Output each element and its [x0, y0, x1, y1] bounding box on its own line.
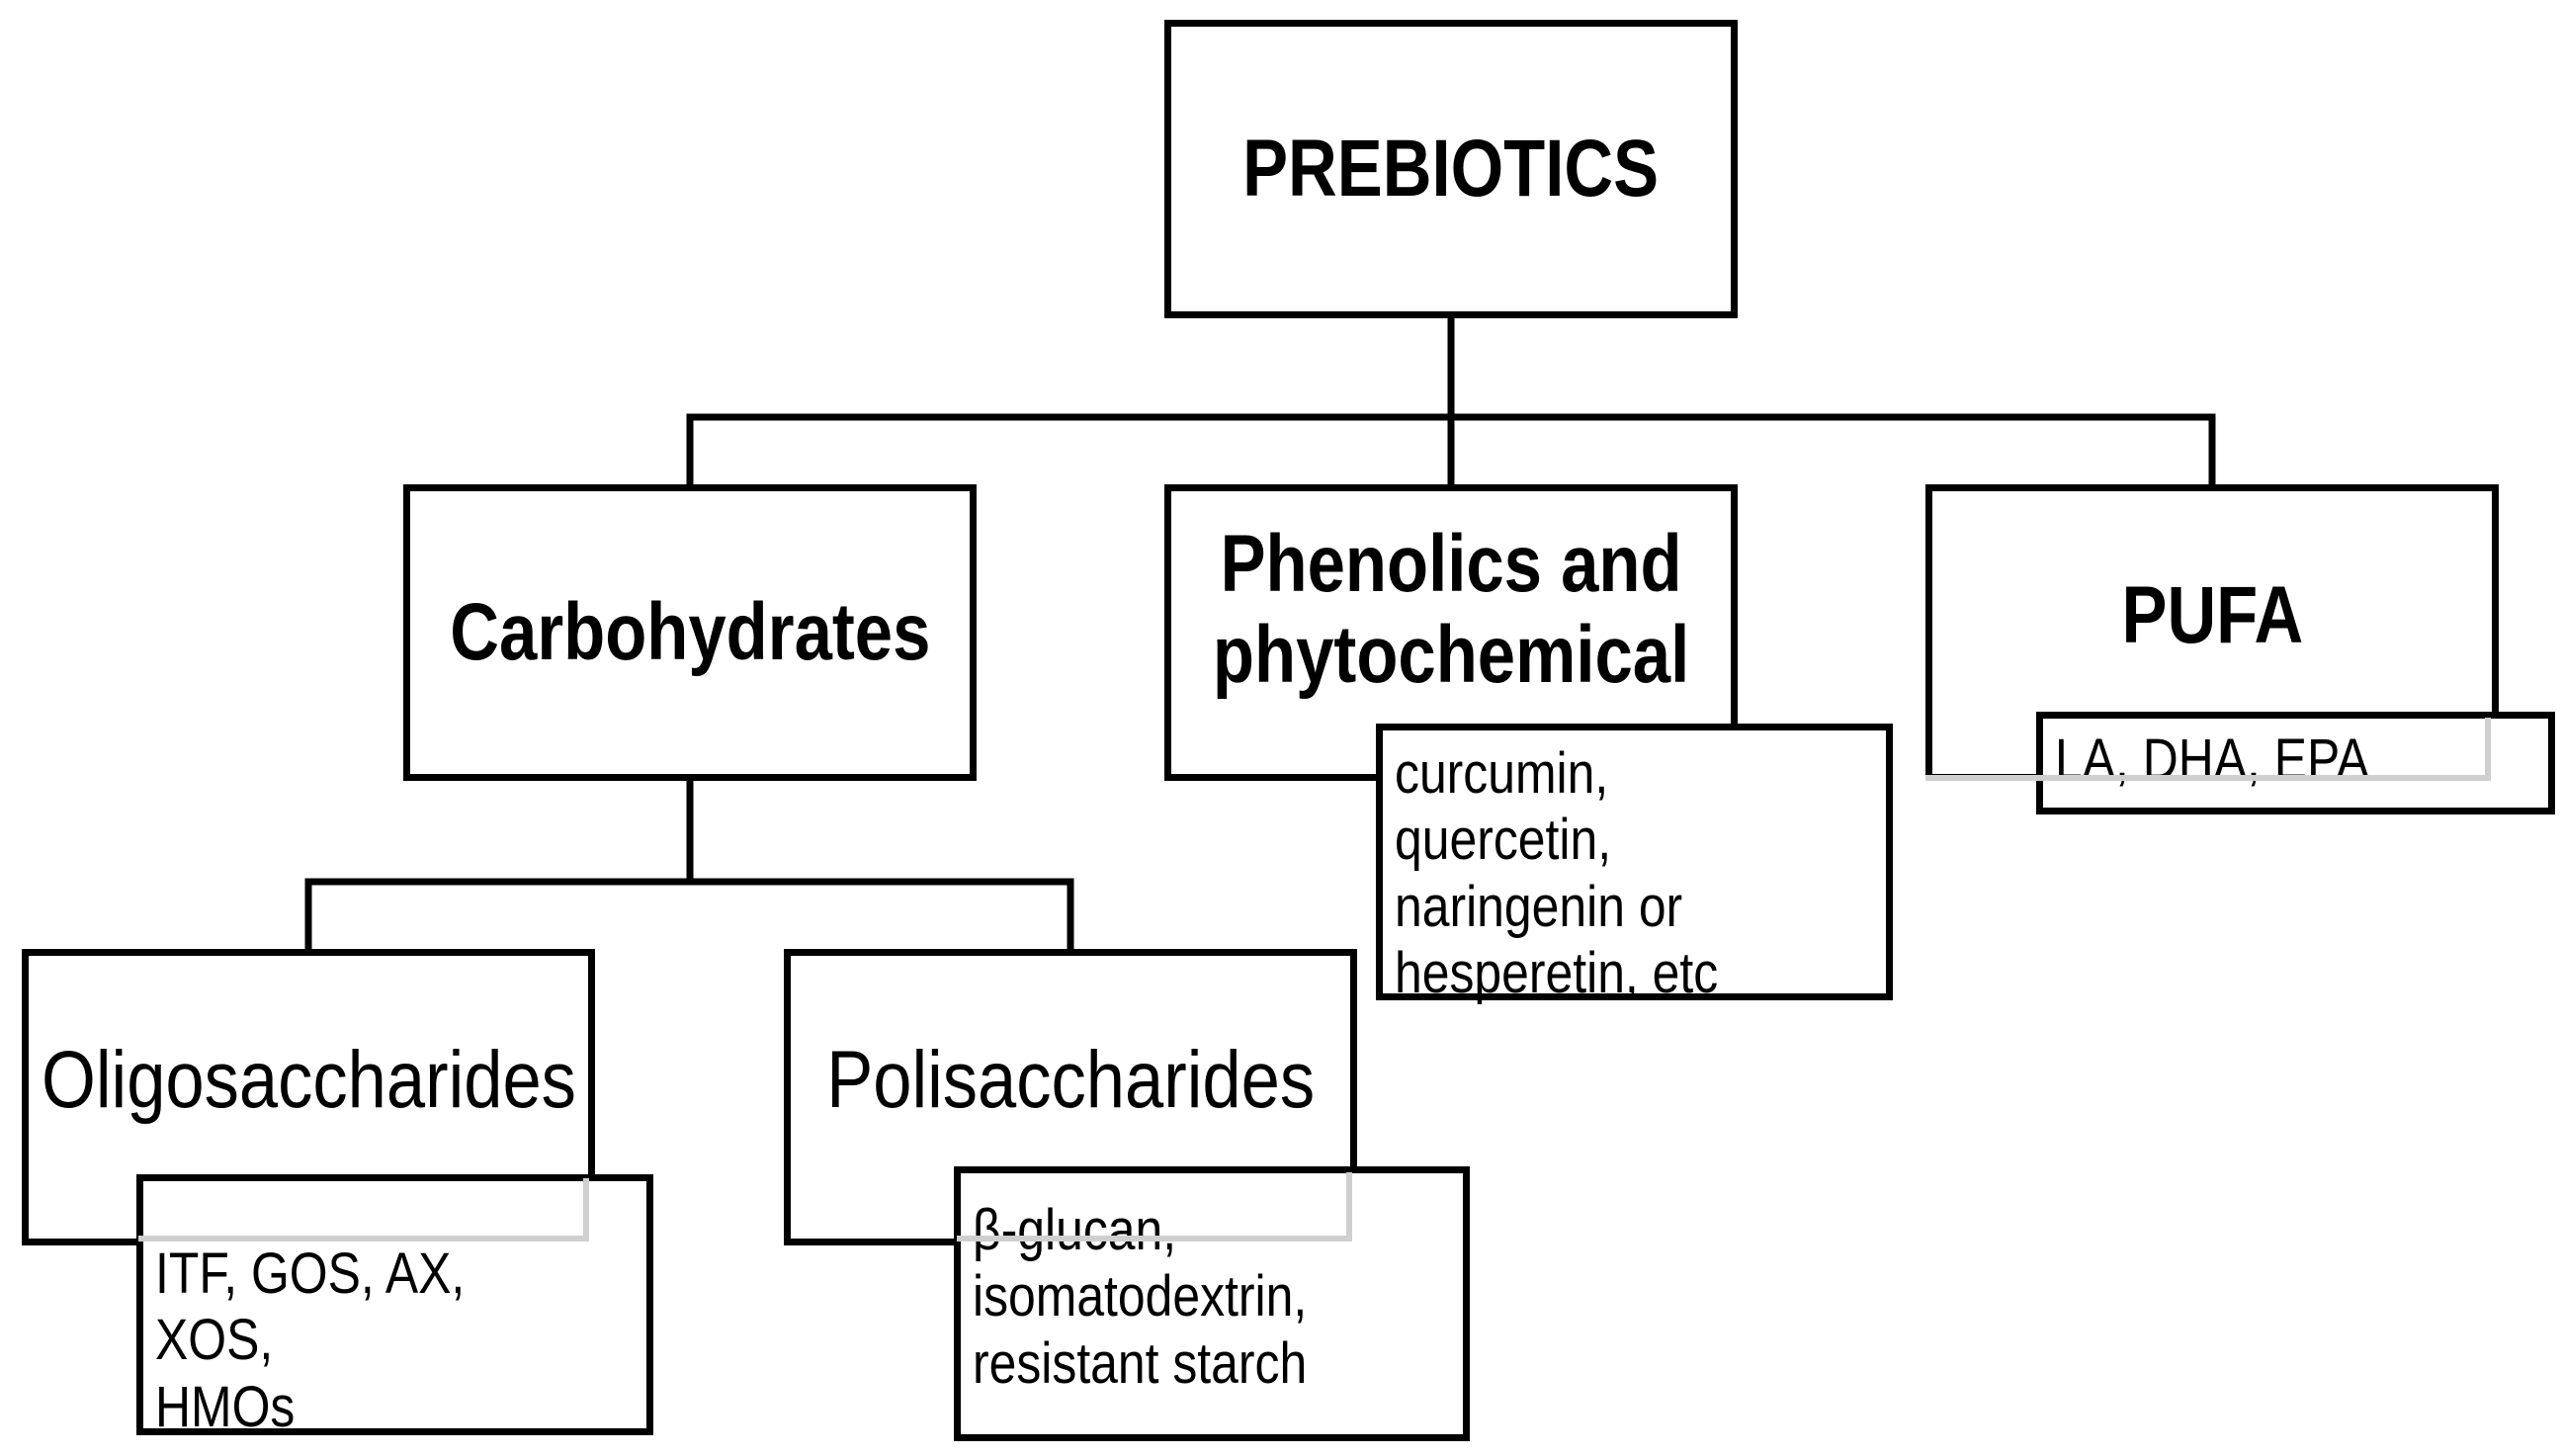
phenolics-examples-box: curcumin, quercetin, naringenin or hespe… [1376, 724, 1893, 1005]
polisaccharides-examples-box: β-glucan, isomatodextrin, resistant star… [954, 1166, 1470, 1441]
oligosaccharides-label: Oligosaccharides [41, 1035, 576, 1125]
carbohydrates-label: Carbohydrates [449, 587, 931, 678]
oligosaccharides-examples-text: ITF, GOS, AX, XOS, HMOs [155, 1242, 466, 1439]
oligosaccharides-examples-box: ITF, GOS, AX, XOS, HMOs [136, 1174, 653, 1439]
pufa-examples-box: LA, DHA, EPA [2036, 712, 2555, 814]
phenolics-label: Phenolics and phytochemical [1212, 519, 1690, 700]
pufa-label: PUFA [2121, 570, 2303, 660]
prebiotics-box: PREBIOTICS [1164, 20, 1738, 318]
pufa-examples-text: LA, DHA, EPA [2055, 728, 2369, 792]
polisaccharides-examples-text: β-glucan, isomatodextrin, resistant star… [973, 1198, 1308, 1396]
polisaccharides-label: Polisaccharides [826, 1035, 1315, 1125]
phenolics-examples-text: curcumin, quercetin, naringenin or hespe… [1395, 741, 1719, 1005]
prebiotics-label: PREBIOTICS [1242, 124, 1660, 214]
carbohydrates-box: Carbohydrates [403, 484, 977, 781]
